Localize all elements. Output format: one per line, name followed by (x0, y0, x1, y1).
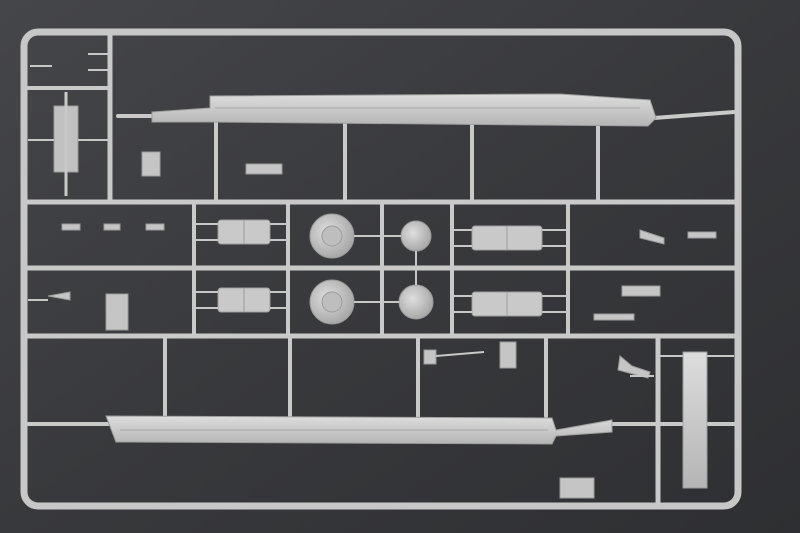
gates (28, 53, 734, 425)
outer-runner (20, 28, 742, 510)
spring-parts (217, 219, 543, 317)
right-frame-part (682, 351, 708, 489)
long-beam-bottom (105, 415, 613, 445)
wheel-parts (309, 213, 434, 325)
long-beam-top (151, 93, 657, 127)
left-frame-part (53, 92, 79, 196)
sprue-frame (20, 28, 742, 510)
small-parts (47, 151, 717, 499)
